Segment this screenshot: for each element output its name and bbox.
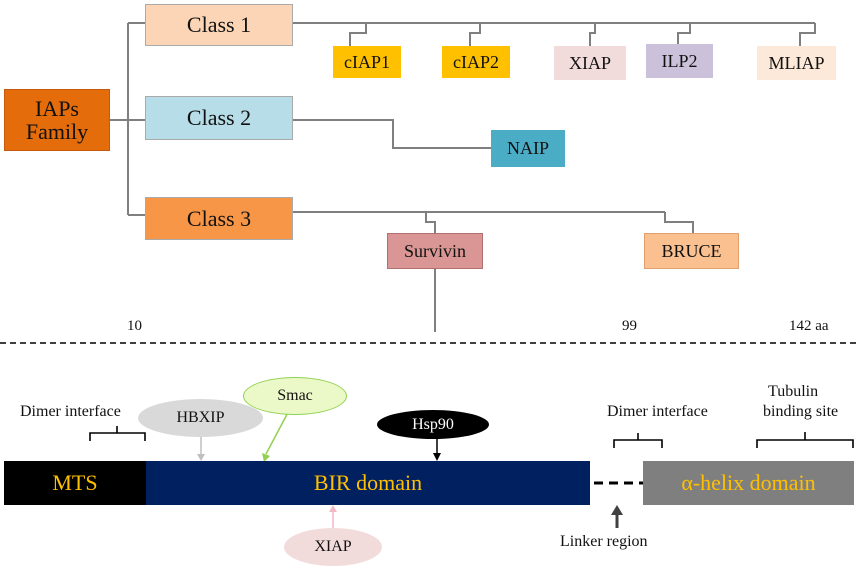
member-survivin: Survivin [387, 233, 483, 269]
member-mliap-label: MLIAP [768, 52, 825, 73]
linker-region-label: Linker region [560, 533, 648, 550]
member-ciap2: cIAP2 [442, 46, 510, 78]
mts-domain: MTS [4, 461, 146, 505]
member-naip-label: NAIP [506, 138, 549, 159]
bir-label: BIR domain [313, 470, 423, 496]
member-ciap1: cIAP1 [333, 46, 401, 78]
smac-oval: Smac [243, 377, 347, 415]
member-bruce-label: BRUCE [661, 240, 722, 261]
position-99: 99 [622, 318, 637, 334]
member-xiap: XIAP [554, 46, 626, 80]
member-ilp2: ILP2 [646, 44, 713, 78]
class-1-label: Class 1 [186, 12, 252, 38]
hsp90-oval: Hsp90 [377, 410, 489, 439]
xiap-binding-label: XIAP [314, 538, 352, 555]
hbxip-oval: HBXIP [138, 399, 263, 437]
class-1-box: Class 1 [145, 4, 293, 46]
dimer-interface-right-label: Dimer interface [607, 403, 708, 420]
dimer-interface-left-label: Dimer interface [20, 403, 121, 420]
class-2-box: Class 2 [145, 96, 293, 140]
tubulin-label-line2: binding site [763, 403, 839, 420]
hsp90-label: Hsp90 [412, 415, 454, 433]
xiap-oval: XIAP [284, 528, 382, 566]
member-mliap: MLIAP [757, 46, 836, 80]
class-3-label: Class 3 [186, 205, 252, 231]
iaps-family-label: IAPs Family [25, 95, 89, 144]
member-ciap1-label: cIAP1 [344, 51, 390, 72]
member-ilp2-label: ILP2 [661, 50, 698, 71]
position-142: 142 aa [789, 318, 829, 334]
bir-domain: BIR domain [146, 461, 590, 505]
member-bruce: BRUCE [644, 233, 739, 269]
smac-label: Smac [277, 387, 313, 404]
tubulin-label-line1: Tubulin [768, 383, 819, 400]
member-naip: NAIP [491, 130, 565, 167]
member-survivin-label: Survivin [403, 240, 466, 261]
alpha-helix-label: α-helix domain [681, 470, 816, 496]
alpha-helix-domain: α-helix domain [643, 461, 854, 505]
hbxip-label: HBXIP [176, 409, 225, 426]
iaps-family-box: IAPs Family [4, 89, 110, 151]
member-xiap-label: XIAP [568, 52, 611, 73]
mts-label: MTS [52, 470, 98, 496]
position-10: 10 [127, 318, 142, 334]
class-3-box: Class 3 [145, 197, 293, 240]
member-ciap2-label: cIAP2 [453, 51, 499, 72]
class-2-label: Class 2 [186, 105, 252, 131]
